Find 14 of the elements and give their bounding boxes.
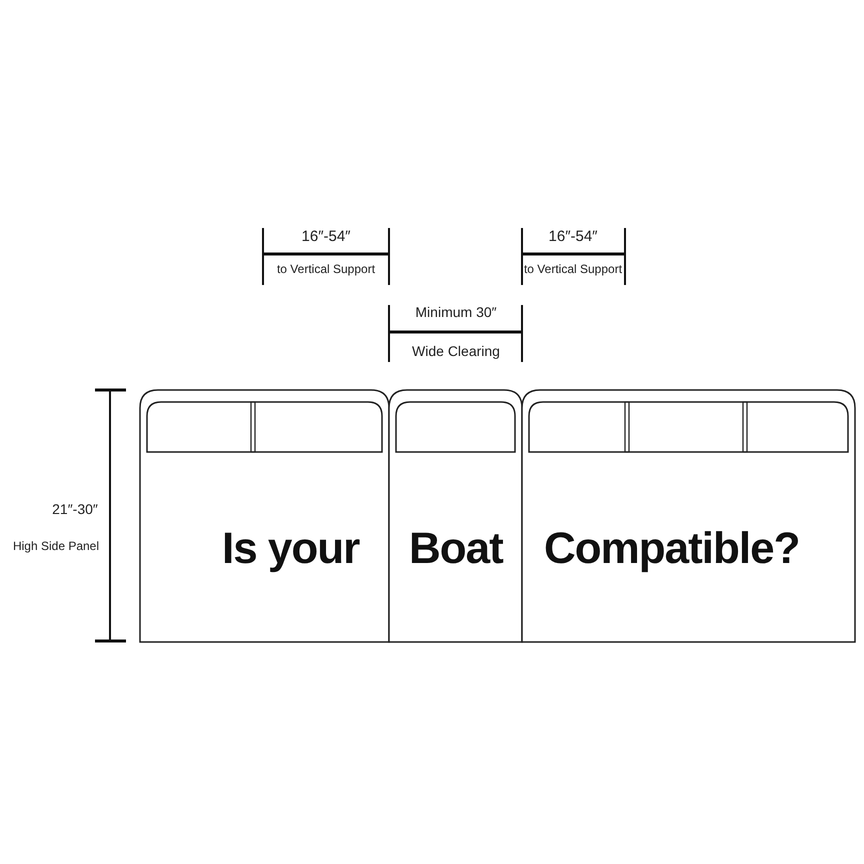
dimension-value: 16″-54″	[302, 229, 350, 244]
dimension-note: Wide Clearing	[412, 344, 500, 358]
dimension-note: to Vertical Support	[524, 263, 622, 275]
panel-text: Is your	[222, 527, 360, 571]
dimension-value: Minimum 30″	[415, 305, 497, 319]
dimension-note: High Side Panel	[12, 540, 100, 552]
dimension-note: to Vertical Support	[276, 263, 376, 275]
dimension-value: 16″-54″	[548, 229, 598, 244]
side-panel	[140, 390, 389, 642]
panel-text: Compatible?	[544, 527, 800, 571]
side-panel	[389, 390, 522, 642]
side-panel	[522, 390, 855, 642]
dimension-value: 21″-30″	[52, 502, 98, 516]
panel-text: Boat	[409, 527, 503, 571]
